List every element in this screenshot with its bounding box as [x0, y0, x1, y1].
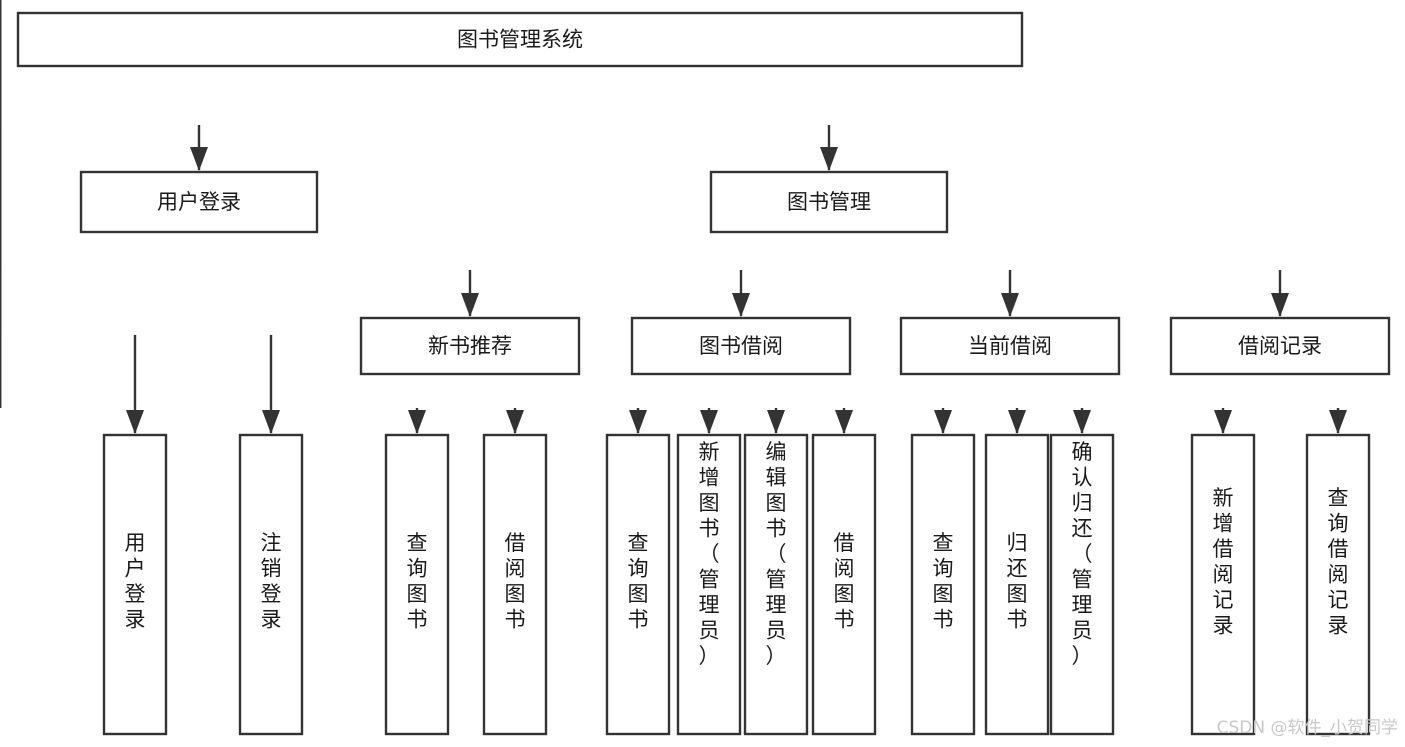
node-box[interactable]: [984, 433, 1050, 736]
node-box[interactable]: [676, 433, 742, 736]
node-box[interactable]: [1305, 433, 1371, 736]
node-current-borrow[interactable]: 当前借阅: [899, 316, 1121, 376]
node-leaf-borrow-book-2[interactable]: 借阅图书: [811, 433, 877, 736]
node-box[interactable]: [359, 316, 581, 376]
node-label: 查询图书: [628, 531, 649, 632]
node-box[interactable]: [811, 433, 877, 736]
arrow-head-icon: [767, 410, 785, 434]
arrow-head-icon: [820, 147, 838, 171]
node-box[interactable]: [238, 433, 304, 736]
node-label: 图书管理: [787, 190, 871, 214]
arrow-head-icon: [1214, 410, 1232, 434]
arrow-head-icon: [1073, 410, 1091, 434]
node-user-login[interactable]: 用户登录: [79, 170, 319, 234]
node-leaf-query-book-3[interactable]: 查询图书: [910, 433, 976, 736]
node-label: 新增图书（管理员）: [699, 440, 720, 668]
node-box[interactable]: [605, 433, 671, 736]
node-box[interactable]: [910, 433, 976, 736]
node-box[interactable]: [1190, 433, 1256, 736]
node-leaf-query-book-1[interactable]: 查询图书: [384, 433, 450, 736]
node-label: 用户登录: [125, 531, 146, 632]
node-book-borrow[interactable]: 图书借阅: [630, 316, 852, 376]
arrow-head-icon: [190, 147, 208, 171]
node-borrow-record[interactable]: 借阅记录: [1169, 316, 1391, 376]
arrow-head-icon: [408, 410, 426, 434]
arrow-head-icon: [732, 293, 750, 317]
arrow-head-icon: [1008, 410, 1026, 434]
arrow-head-icon: [126, 410, 144, 434]
node-box[interactable]: [743, 433, 809, 736]
arrow-head-icon: [1329, 410, 1347, 434]
node-leaf-confirm-return[interactable]: 确认归还（管理员）: [1049, 433, 1115, 736]
node-label: 图书借阅: [699, 334, 783, 358]
node-new-book-recommend[interactable]: 新书推荐: [359, 316, 581, 376]
node-layer: 图书管理系统用户登录图书管理新书推荐图书借阅当前借阅借阅记录用户登录注销登录查询…: [16, 11, 1391, 736]
node-leaf-edit-book[interactable]: 编辑图书（管理员）: [743, 433, 809, 736]
node-label: 确认归还（管理员）: [1072, 440, 1093, 668]
node-leaf-user-login[interactable]: 用户登录: [102, 433, 168, 736]
node-leaf-add-book[interactable]: 新增图书（管理员）: [676, 433, 742, 736]
csdn-watermark: CSDN @软件_小贺同学: [1217, 718, 1398, 738]
node-box[interactable]: [630, 316, 852, 376]
node-box[interactable]: [384, 433, 450, 736]
node-label: 归还图书: [1007, 531, 1028, 632]
node-leaf-add-record[interactable]: 新增借阅记录: [1190, 433, 1256, 736]
node-book-manage[interactable]: 图书管理: [709, 170, 949, 234]
node-root[interactable]: 图书管理系统: [16, 11, 1024, 68]
node-label: 用户登录: [157, 190, 241, 214]
node-label: 当前借阅: [968, 334, 1052, 358]
arrow-head-icon: [700, 410, 718, 434]
node-box[interactable]: [1049, 433, 1115, 736]
arrow-head-icon: [461, 293, 479, 317]
node-label: 查询图书: [407, 531, 428, 632]
node-label: 借阅记录: [1238, 334, 1322, 358]
arrow-head-icon: [262, 410, 280, 434]
arrow-head-icon: [835, 410, 853, 434]
arrow-head-icon: [1001, 293, 1019, 317]
arrow-head-icon: [1271, 293, 1289, 317]
node-leaf-query-record[interactable]: 查询借阅记录: [1305, 433, 1371, 736]
node-leaf-user-logout[interactable]: 注销登录: [238, 433, 304, 736]
node-box[interactable]: [709, 170, 949, 234]
node-label: 新增借阅记录: [1213, 486, 1234, 638]
node-leaf-borrow-book-1[interactable]: 借阅图书: [482, 433, 548, 736]
node-label: 新书推荐: [428, 334, 512, 358]
arrow-head-icon: [506, 410, 524, 434]
node-label: 借阅图书: [834, 531, 855, 632]
arrow-head-icon: [629, 410, 647, 434]
node-box[interactable]: [1169, 316, 1391, 376]
node-leaf-return-book[interactable]: 归还图书: [984, 433, 1050, 736]
node-box[interactable]: [79, 170, 319, 234]
node-box[interactable]: [16, 11, 1024, 68]
node-label: 借阅图书: [505, 531, 526, 632]
arrow-head-icon: [934, 410, 952, 434]
node-box[interactable]: [482, 433, 548, 736]
connector-layer: [0, 0, 1347, 434]
node-box[interactable]: [102, 433, 168, 736]
node-leaf-query-book-2[interactable]: 查询图书: [605, 433, 671, 736]
node-box[interactable]: [899, 316, 1121, 376]
node-label: 查询图书: [933, 531, 954, 632]
node-label: 编辑图书（管理员）: [766, 440, 787, 668]
node-label: 图书管理系统: [457, 28, 583, 52]
node-label: 查询借阅记录: [1328, 486, 1349, 638]
node-label: 注销登录: [261, 531, 282, 632]
